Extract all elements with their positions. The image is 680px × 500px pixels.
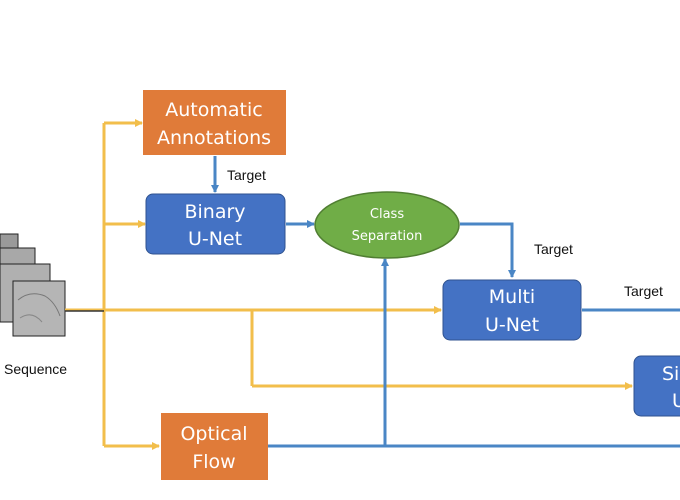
siamese-unet-box-partial: Sia U	[633, 355, 680, 417]
target-label-siamese: Target	[624, 283, 663, 299]
svg-text:Class: Class	[370, 207, 404, 222]
svg-text:U: U	[672, 390, 680, 412]
yellow-connectors	[65, 119, 633, 450]
svg-text:Automatic: Automatic	[165, 99, 262, 121]
target-label-multi: Target	[534, 241, 573, 257]
binary-unet-box: Binary U-Net	[145, 193, 286, 255]
blue-connectors	[211, 156, 680, 448]
svg-text:U-Net: U-Net	[485, 314, 539, 336]
svg-text:Optical: Optical	[180, 423, 247, 445]
sequence-label: Sequence	[4, 361, 67, 377]
multi-unet-box: Multi U-Net	[442, 279, 582, 341]
class-separation-ellipse: Class Separation	[314, 191, 460, 259]
svg-text:Separation: Separation	[352, 229, 423, 244]
image-sequence-stack	[0, 233, 66, 337]
svg-text:Binary: Binary	[184, 201, 245, 223]
svg-text:Sia: Sia	[662, 363, 680, 385]
automatic-annotations-box: Automatic Annotations	[143, 90, 286, 155]
svg-text:Annotations: Annotations	[157, 127, 271, 149]
target-label-binary: Target	[227, 167, 266, 183]
optical-flow-box: Optical Flow	[161, 413, 268, 480]
svg-text:Multi: Multi	[489, 286, 535, 308]
svg-text:Flow: Flow	[192, 451, 235, 473]
svg-text:U-Net: U-Net	[188, 228, 242, 250]
